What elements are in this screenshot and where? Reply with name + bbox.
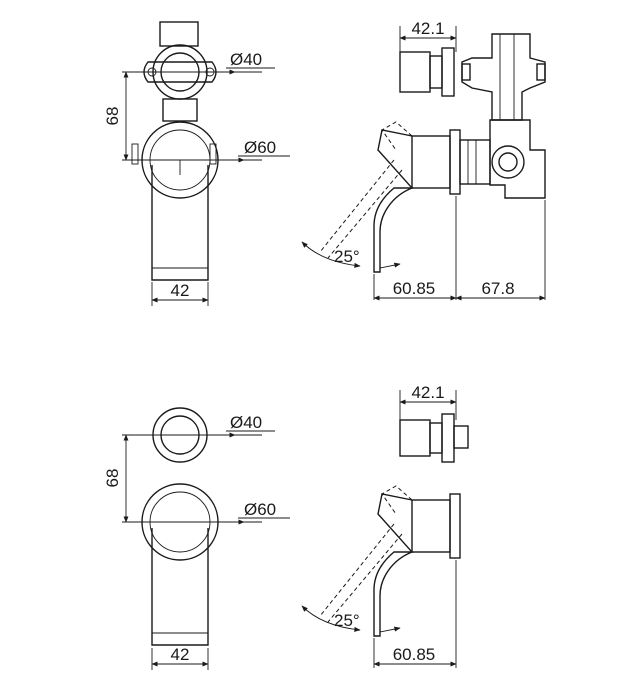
angle-label: 25° <box>334 611 360 630</box>
lever-rotated-2 <box>327 533 403 623</box>
valve-port-right <box>536 63 546 81</box>
small-cover-neck <box>429 55 443 89</box>
upper-side-view: 42.1 25° 60.85 <box>301 19 546 301</box>
lever-rotated-2 <box>327 169 403 259</box>
lever-body <box>151 528 209 646</box>
dim-height-label: 68 <box>103 469 122 488</box>
valve-body-top <box>159 21 199 47</box>
small-cover-flange <box>441 47 455 97</box>
mixer-cartridge-housing <box>411 135 451 189</box>
dim-width-label: 42 <box>171 645 190 664</box>
dim-width-label: 42 <box>171 281 190 300</box>
dim-top-label: 42.1 <box>411 383 444 402</box>
angle-leader <box>379 626 401 633</box>
dim-height-label: 68 <box>103 107 122 126</box>
dia-small-label: Ø40 <box>230 50 262 69</box>
lever-body <box>151 165 209 281</box>
valve-body <box>461 33 546 121</box>
small-cover-flange <box>441 413 455 463</box>
trim-plate <box>449 129 461 195</box>
lever-rotated-1 <box>319 523 395 617</box>
mixer-cartridge <box>459 139 491 185</box>
trim-plate <box>449 493 461 559</box>
dim-depth-rear-label: 67.8 <box>481 279 514 298</box>
mounting-flange <box>143 61 217 83</box>
lever <box>373 493 414 637</box>
diverter-body <box>489 119 546 199</box>
small-cover-stub <box>453 425 469 449</box>
angle-label: 25° <box>334 247 360 266</box>
angle-leader <box>379 262 401 269</box>
mixer-cartridge-housing <box>411 499 451 553</box>
lever-rotated-1 <box>319 159 395 253</box>
valve-body-bottom <box>162 98 198 122</box>
small-cover <box>399 419 431 457</box>
lever-rotated-top <box>381 485 413 515</box>
dia-large-label: Ø60 <box>244 138 276 157</box>
diverter-port-outer <box>491 145 525 179</box>
lower-front-view: 68 Ø40 Ø60 42 <box>103 407 290 670</box>
angle-arc <box>301 605 361 632</box>
dim-top-label: 42.1 <box>411 19 444 38</box>
diverter-port-inner <box>498 152 518 172</box>
small-cover-neck <box>429 422 443 454</box>
valve-port-left <box>461 63 471 81</box>
plate-clip-right <box>209 143 217 165</box>
upper-front-view: 68 Ø40 Ø60 42 <box>103 21 290 306</box>
lever-rotated-top <box>381 121 413 151</box>
dia-large-label: Ø60 <box>244 500 276 519</box>
angle-arc <box>301 241 361 268</box>
plate-clip-left <box>131 143 139 165</box>
small-cover <box>399 51 431 93</box>
dia-small-label: Ø40 <box>230 413 262 432</box>
dim-depth-front-label: 60.85 <box>393 279 436 298</box>
lower-side-view: 42.1 25° 60.85 <box>301 383 469 668</box>
lever <box>373 129 414 273</box>
dim-depth-front-label: 60.85 <box>393 645 436 664</box>
